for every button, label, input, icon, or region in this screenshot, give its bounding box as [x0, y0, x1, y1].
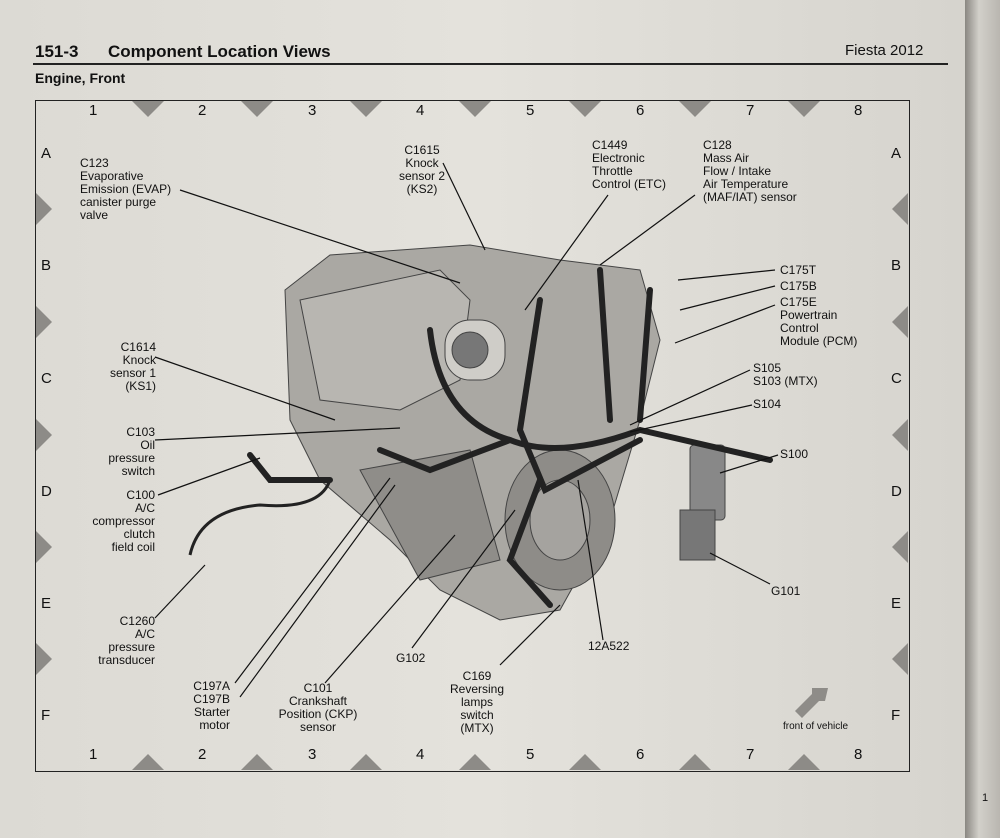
page-title: Component Location Views — [108, 42, 331, 61]
front-of-vehicle-arrow — [795, 688, 828, 718]
grid-marker — [36, 643, 52, 675]
callout-s100: S100 — [780, 447, 809, 461]
column-label-bottom: 1 — [89, 746, 98, 763]
callout-c175b: C175B — [780, 279, 817, 293]
grid-marker — [459, 101, 491, 117]
callout-c175e: C175E Powertrain Control Module (PCM) — [780, 295, 858, 348]
diagram-frame — [35, 100, 910, 772]
grid-marker — [892, 305, 908, 338]
callout-g102: G102 — [396, 651, 426, 665]
column-label-bottom: 8 — [854, 746, 863, 763]
grid-marker — [459, 754, 491, 770]
callout-c197: C197A C197B Starter motor — [193, 679, 230, 732]
callout-g101: G101 — [771, 584, 801, 598]
grid-marker — [569, 101, 601, 117]
column-label-bottom: 6 — [636, 746, 645, 763]
callout-c103: C103 Oil pressure switch — [108, 425, 155, 478]
grid-marker — [36, 305, 52, 338]
leader-lines — [154, 162, 779, 698]
callout-c1449: C1449 Electronic Throttle Control (ETC) — [592, 138, 667, 191]
grid-marker — [679, 101, 711, 117]
row-label-right: A — [891, 145, 902, 162]
column-label-top: 7 — [746, 102, 755, 119]
column-label-top: 1 — [89, 102, 98, 119]
callout-c123: C123 Evaporative Emission (EVAP) caniste… — [80, 156, 172, 222]
callout-c1615: C1615 Knock sensor 2 (KS2) — [398, 143, 446, 196]
row-label-left: D — [41, 483, 52, 500]
column-label-top: 4 — [416, 102, 425, 119]
grid-marker — [36, 193, 52, 225]
row-label-right: C — [891, 370, 902, 387]
callout-s105: S105 S103 (MTX) — [753, 361, 818, 388]
column-label-bottom: 7 — [746, 746, 755, 763]
engine-illustration — [284, 244, 726, 621]
grid-marker — [131, 101, 164, 117]
row-label-right: F — [891, 707, 901, 724]
grid-marker — [892, 418, 908, 451]
row-label-right: E — [891, 595, 902, 612]
row-label-left: E — [41, 595, 52, 612]
callout-c100: C100 A/C compressor clutch field coil — [92, 488, 155, 554]
column-label-top: 5 — [526, 102, 535, 119]
section-number: 151-3 — [35, 42, 79, 61]
header-rule — [33, 63, 948, 65]
callout-12a522: 12A522 — [588, 639, 630, 653]
row-label-right: D — [891, 483, 902, 500]
callout-c1260: C1260 A/C pressure transducer — [98, 614, 155, 667]
column-label-bottom: 2 — [198, 746, 207, 763]
row-label-right: B — [891, 257, 902, 274]
row-label-left: A — [41, 145, 52, 162]
grid-marker — [892, 643, 908, 675]
front-of-vehicle-label: front of vehicle — [783, 721, 849, 732]
column-label-bottom: 5 — [526, 746, 535, 763]
vehicle-label: Fiesta 2012 — [845, 42, 924, 59]
page-corner-number: 1 — [982, 792, 989, 804]
wiring-harness — [247, 267, 773, 608]
callout-s104: S104 — [753, 397, 782, 411]
page-edge — [965, 0, 1000, 838]
grid-marker — [350, 754, 382, 770]
column-label-bottom: 3 — [308, 746, 317, 763]
callout-c175t: C175T — [780, 263, 817, 277]
column-label-top: 3 — [308, 102, 317, 119]
grid-marker — [788, 754, 820, 770]
column-label-bottom: 4 — [416, 746, 425, 763]
grid-marker — [788, 101, 820, 117]
column-label-top: 6 — [636, 102, 645, 119]
column-label-top: 2 — [198, 102, 207, 119]
callout-c169: C169 Reversing lamps switch (MTX) — [449, 669, 505, 735]
grid-marker — [892, 531, 908, 563]
view-subtitle: Engine, Front — [35, 70, 126, 86]
grid-marker — [241, 101, 273, 117]
callout-c1614: C1614 Knock sensor 1 (KS1) — [109, 340, 156, 393]
grid-marker — [679, 754, 711, 770]
grid-marker — [350, 101, 382, 117]
grid-marker — [892, 193, 908, 225]
grid-marker — [36, 531, 52, 563]
grid-marker — [241, 754, 273, 770]
row-label-left: B — [41, 257, 52, 274]
callout-c128: C128 Mass Air Flow / Intake Air Temperat… — [703, 138, 797, 204]
callout-c101: C101 Crankshaft Position (CKP) sensor — [278, 681, 358, 734]
grid-marker — [131, 754, 164, 770]
row-label-left: C — [41, 370, 52, 387]
column-label-top: 8 — [854, 102, 863, 119]
row-label-left: F — [41, 707, 51, 724]
grid-marker — [36, 418, 52, 451]
grid-marker — [569, 754, 601, 770]
